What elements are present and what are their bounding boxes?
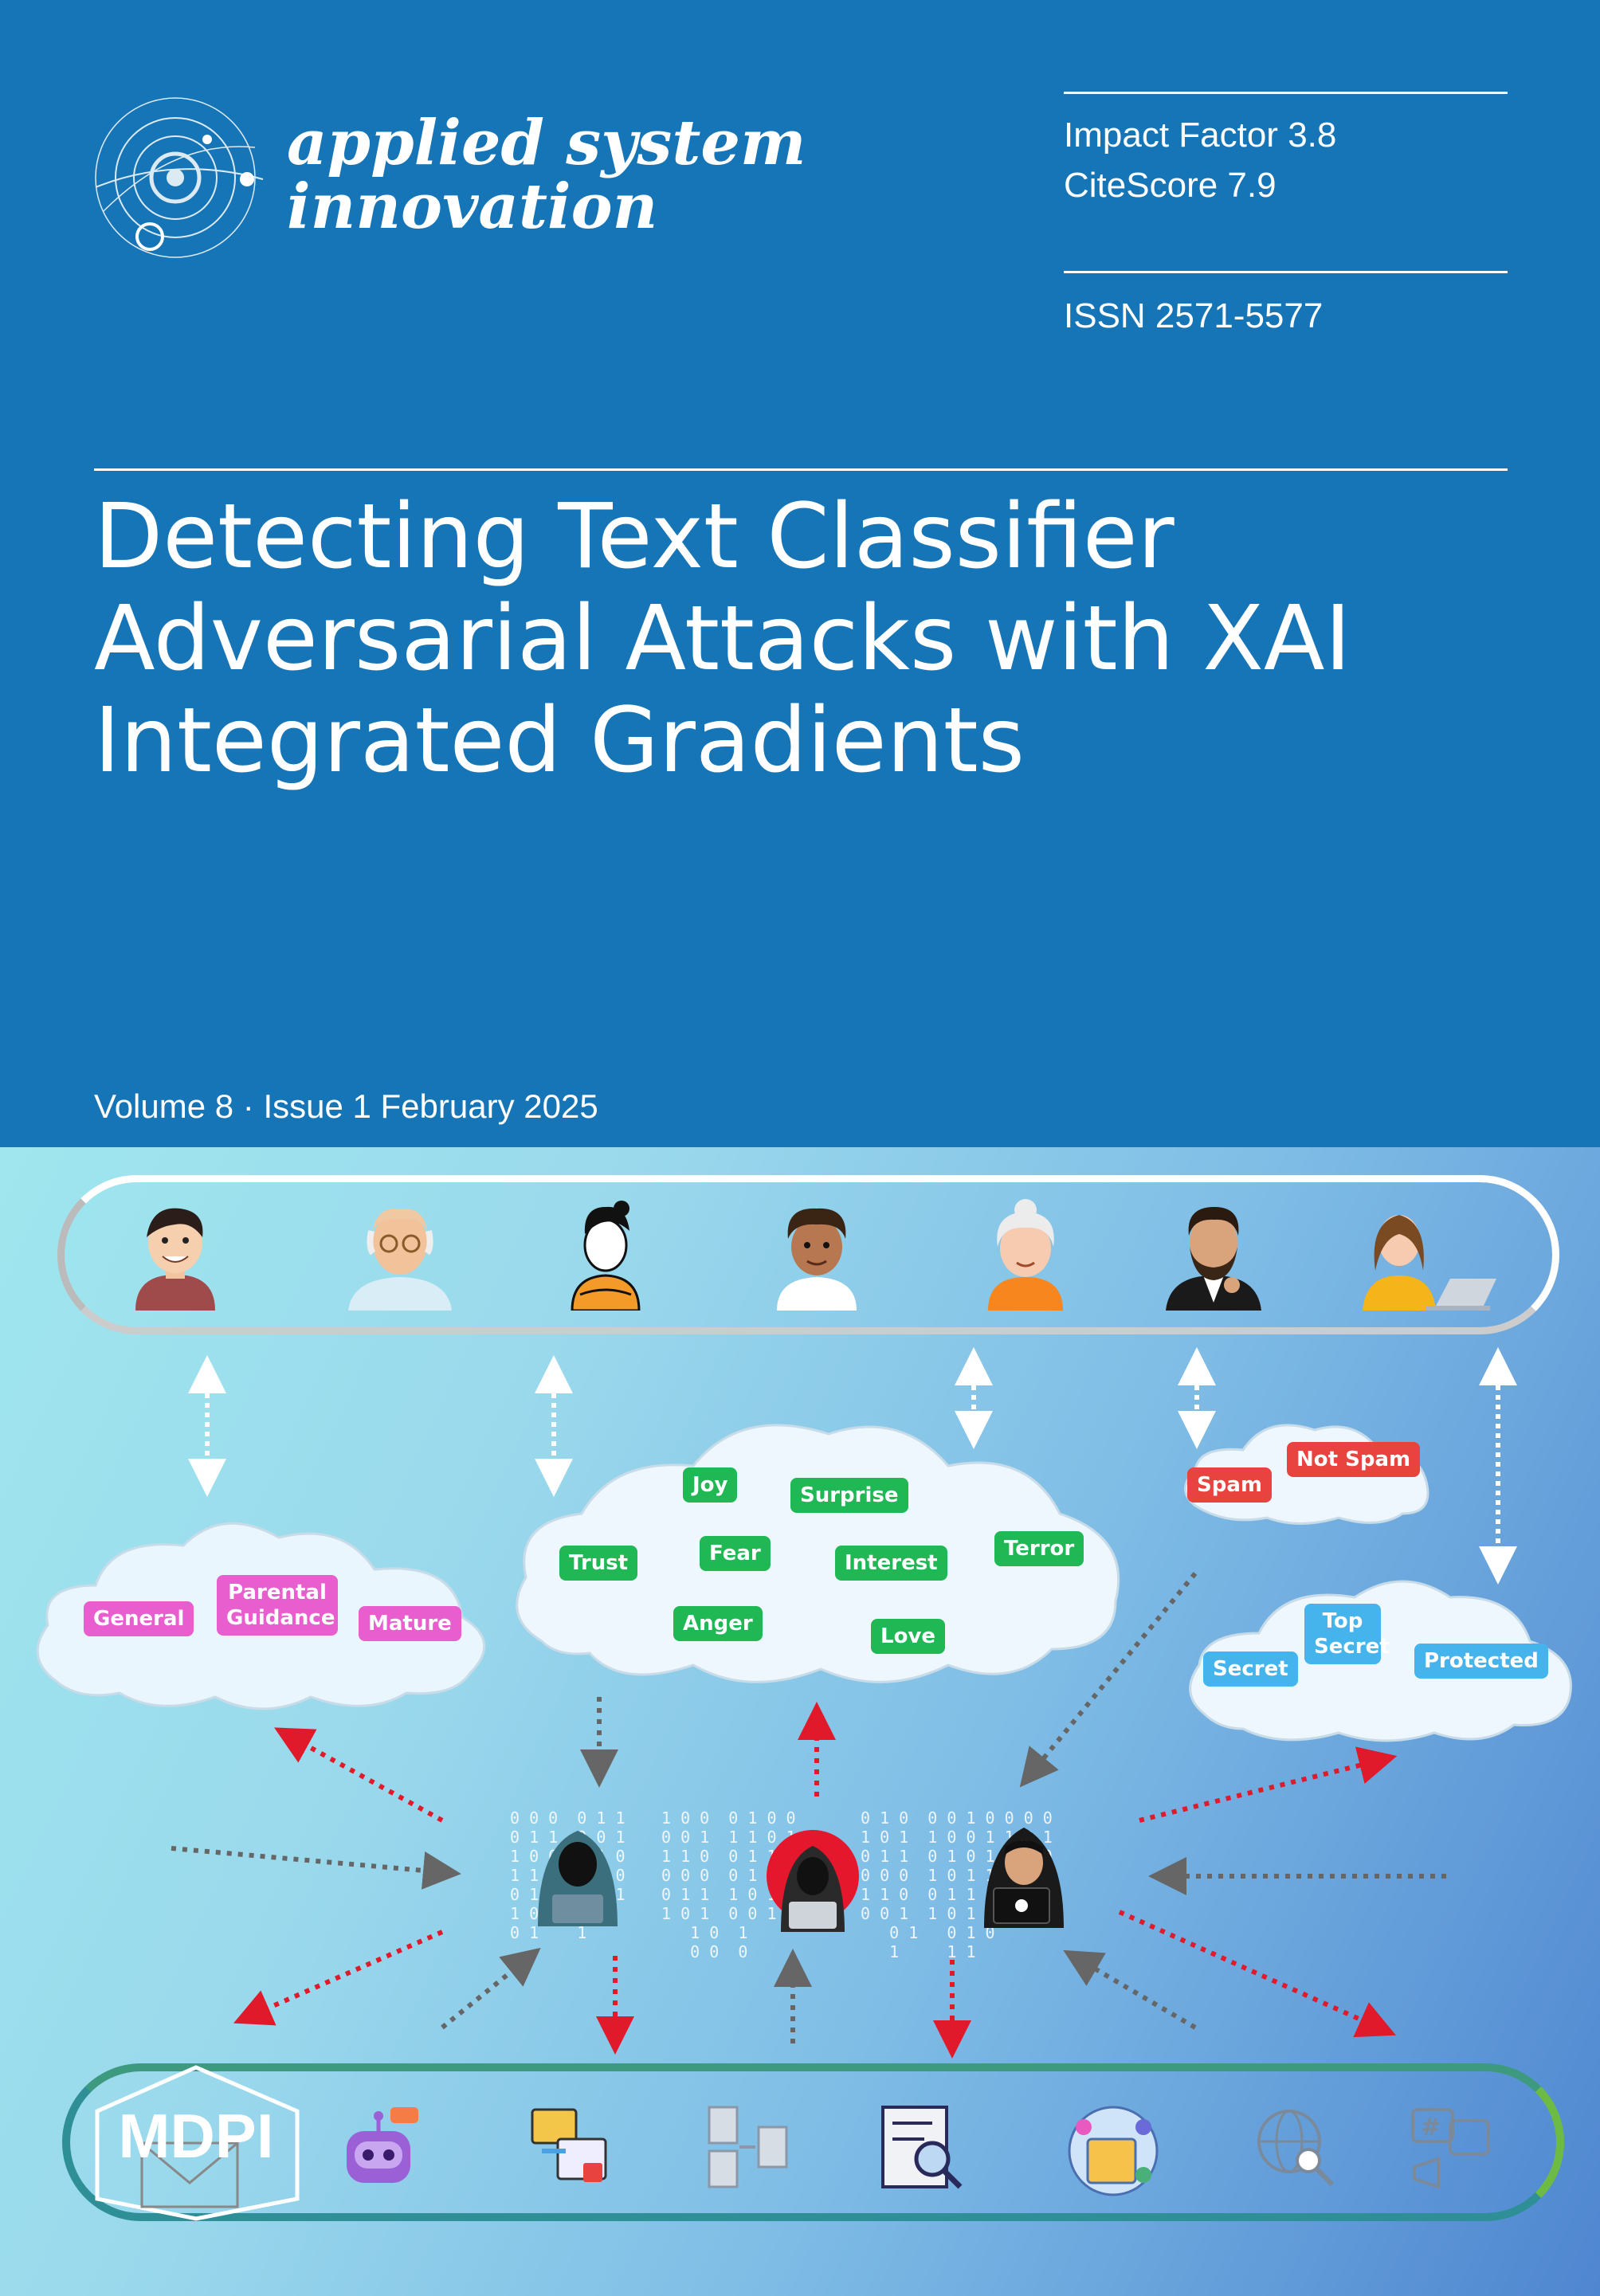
tag-anger: Anger bbox=[673, 1606, 763, 1641]
tag-general: General bbox=[84, 1601, 194, 1636]
tag-terror: Terror bbox=[994, 1531, 1084, 1566]
hacker-left-icon bbox=[538, 1831, 618, 1926]
hacker-right-icon bbox=[984, 1828, 1064, 1928]
person-woman-crossed-arms-icon bbox=[571, 1201, 641, 1311]
rule-middle bbox=[1064, 271, 1508, 273]
tag-not-spam: Not Spam bbox=[1287, 1442, 1421, 1477]
tools-frame bbox=[62, 2063, 1564, 2221]
person-curly-boy-icon bbox=[777, 1208, 857, 1311]
citescore: CiteScore 7.9 bbox=[1064, 166, 1276, 205]
mdpi-wordmark: MDPI bbox=[119, 2101, 274, 2171]
tag-parental-guidance: Parental Guidance bbox=[217, 1575, 338, 1636]
article-title: Detecting Text Classifier Adversarial At… bbox=[94, 486, 1488, 792]
hacker-center-icon bbox=[767, 1830, 859, 1932]
chatbot-icon bbox=[347, 2107, 418, 2183]
document-search-icon bbox=[881, 2106, 963, 2189]
person-old-woman-icon bbox=[988, 1199, 1063, 1311]
rule-title bbox=[94, 468, 1508, 471]
tag-top-secret: Top Secret bbox=[1304, 1604, 1390, 1664]
tag-spam: Spam bbox=[1187, 1467, 1272, 1503]
tag-love: Love bbox=[871, 1619, 946, 1654]
article-title-line2: Adversarial Attacks with XAI bbox=[94, 587, 1351, 691]
cover-header bbox=[0, 0, 1600, 1147]
journal-title-line1: applied system bbox=[287, 107, 806, 179]
tag-surprise: Surprise bbox=[790, 1478, 908, 1513]
security-cloud bbox=[1189, 1580, 1572, 1742]
person-old-man-icon bbox=[348, 1208, 452, 1311]
rule-top bbox=[1064, 92, 1508, 94]
social-dashboard-icon bbox=[1068, 2106, 1159, 2196]
person-woman-laptop-icon bbox=[1363, 1215, 1496, 1311]
journal-title-line2: innovation bbox=[287, 170, 658, 243]
article-title-line1: Detecting Text Classifier bbox=[94, 485, 1175, 589]
journal-title: applied system innovation bbox=[287, 112, 806, 239]
tag-interest: Interest bbox=[835, 1546, 947, 1581]
tag-mature: Mature bbox=[359, 1606, 461, 1641]
person-young-man-icon bbox=[135, 1208, 215, 1311]
tag-fear: Fear bbox=[700, 1536, 771, 1571]
issue-info: Volume 8 · Issue 1 February 2025 bbox=[94, 1087, 598, 1125]
tag-secret: Secret bbox=[1203, 1651, 1298, 1687]
svg-text:#: # bbox=[1421, 2114, 1441, 2141]
social-feedback-icon: # bbox=[1411, 2108, 1490, 2189]
emotions-cloud bbox=[516, 1424, 1120, 1683]
translate-icon bbox=[531, 2108, 607, 2182]
globe-search-icon bbox=[1257, 2110, 1335, 2187]
article-title-line3: Integrated Gradients bbox=[94, 689, 1025, 793]
tag-joy: Joy bbox=[683, 1467, 738, 1503]
tag-protected: Protected bbox=[1414, 1644, 1548, 1679]
mdpi-logo-icon: MDPI bbox=[95, 2065, 300, 2221]
journal-logo-icon bbox=[95, 97, 264, 258]
documents-transfer-icon bbox=[708, 2106, 788, 2188]
impact-factor: Impact Factor 3.8 bbox=[1064, 116, 1337, 155]
people-frame bbox=[57, 1175, 1559, 1334]
issn: ISSN 2571-5577 bbox=[1064, 296, 1324, 335]
person-bearded-man-icon bbox=[1166, 1207, 1261, 1311]
tag-trust: Trust bbox=[559, 1546, 638, 1581]
